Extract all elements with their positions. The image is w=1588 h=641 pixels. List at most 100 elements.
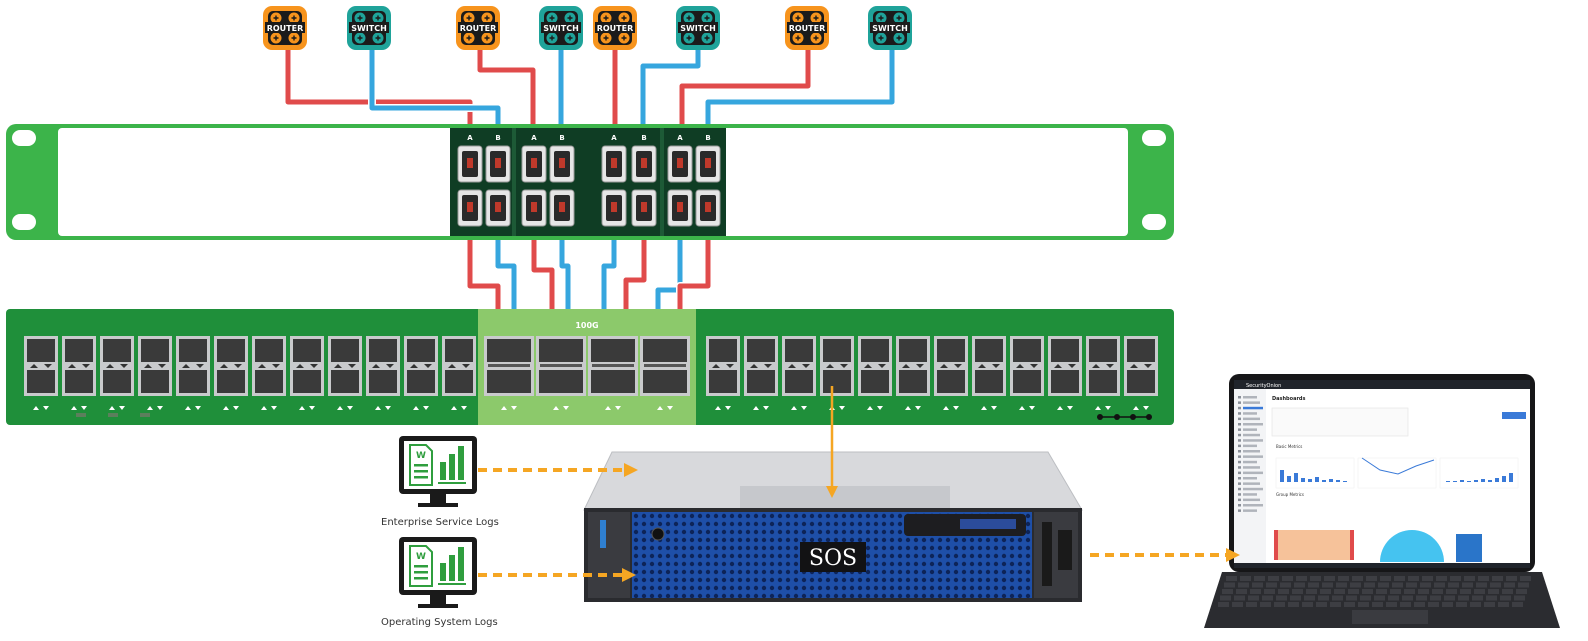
qsfp-link-led — [615, 406, 621, 410]
switch-icon: SWITCH — [347, 6, 391, 50]
key — [1246, 602, 1257, 607]
router-icon: ROUTER — [456, 6, 500, 50]
key — [1324, 576, 1335, 581]
sfp-led — [120, 364, 128, 368]
device-arrow — [603, 35, 609, 41]
key — [1458, 595, 1469, 601]
sfp-link-led — [1095, 406, 1101, 410]
broker-100g-label: 100G — [575, 321, 598, 330]
tap-port-latch — [531, 158, 537, 168]
laptop-keyboard — [1218, 576, 1531, 607]
nav-item-icon — [1238, 498, 1241, 502]
sfp-link-led — [233, 406, 239, 410]
arrowhead — [1226, 548, 1240, 562]
tap-port-label: A — [611, 134, 617, 142]
device-arrow — [549, 35, 555, 41]
sfp-port — [785, 370, 813, 393]
sfp-link-led — [867, 406, 873, 410]
mini-bar — [1446, 481, 1450, 482]
key — [1500, 595, 1511, 601]
bar-chart-icon — [458, 446, 464, 480]
device-label: ROUTER — [789, 24, 826, 33]
document-line — [414, 464, 428, 467]
tap-port-latch — [677, 158, 683, 168]
sfp-led — [916, 364, 924, 368]
sfp-led — [258, 364, 266, 368]
sfp-link-led — [71, 406, 77, 410]
nav-item — [1243, 498, 1260, 502]
sfp-link-led — [725, 406, 731, 410]
nav-item — [1243, 477, 1257, 480]
key — [1290, 595, 1301, 601]
monitor-stand — [430, 494, 446, 504]
nav-item-icon — [1238, 493, 1241, 496]
mini-bar — [1453, 481, 1457, 482]
sfp-led — [802, 364, 810, 368]
sfp-port — [937, 339, 965, 362]
sfp-port — [27, 339, 55, 362]
router-icon: ROUTER — [263, 6, 307, 50]
key — [1276, 595, 1287, 601]
sfp-link-led — [1019, 406, 1025, 410]
enterprise-log-source: W — [399, 436, 477, 507]
sfp-led — [940, 364, 948, 368]
cable-outline — [284, 50, 474, 130]
analyst-laptop: SecurityOnion Dashboards Basic Metrics G… — [1204, 374, 1560, 628]
key — [1296, 576, 1307, 581]
sfp-link-led — [157, 406, 163, 410]
key — [1222, 589, 1233, 594]
nav-item-icon — [1238, 482, 1241, 485]
sfp-port — [407, 339, 435, 362]
document-letter: W — [416, 552, 426, 562]
sfp-link-led — [839, 406, 845, 410]
tap-port-label: A — [467, 134, 473, 142]
nav-item — [1243, 428, 1257, 431]
sfp-led — [348, 364, 356, 368]
nav-item — [1243, 433, 1260, 437]
key — [1442, 602, 1453, 607]
server-logo-plate — [800, 542, 866, 572]
bar-chart-icon — [449, 555, 455, 581]
device-arrow — [291, 35, 297, 41]
chart-baseline — [438, 583, 466, 585]
chart-baseline — [438, 482, 466, 484]
sfp-port — [445, 339, 473, 362]
sfp-link-led — [195, 406, 201, 410]
key — [1304, 595, 1315, 601]
tap-mount-hole — [12, 130, 36, 146]
qsfp-led-strip — [488, 364, 530, 367]
screen-refresh-button — [1502, 412, 1526, 419]
bar-chart-icon — [458, 547, 464, 581]
key — [1232, 602, 1243, 607]
sfp-link-led — [385, 406, 391, 410]
sfp-led — [864, 364, 872, 368]
key — [1376, 589, 1387, 594]
nav-item — [1243, 401, 1260, 404]
key — [1518, 582, 1529, 588]
sfp-led — [788, 364, 796, 368]
sfp-port — [1013, 339, 1041, 362]
nav-item-icon — [1238, 460, 1241, 464]
sfp-port — [65, 339, 93, 362]
sfp-led — [750, 364, 758, 368]
tap-mount-hole — [12, 214, 36, 230]
sfp-port — [445, 370, 473, 393]
key — [1318, 595, 1329, 601]
qsfp-led-strip — [644, 364, 686, 367]
server-top-panel — [740, 486, 950, 508]
sfp-port — [785, 339, 813, 362]
mini-bar — [1301, 478, 1305, 482]
device-arrow — [704, 35, 710, 41]
key — [1432, 589, 1443, 594]
monitor-stand — [430, 595, 446, 605]
sfp-link-led — [261, 406, 267, 410]
sfp-port — [217, 339, 245, 362]
server-power-button — [651, 527, 665, 541]
sfp-led — [220, 364, 228, 368]
sfp-led — [272, 364, 280, 368]
mini-bar — [1315, 477, 1319, 482]
key — [1512, 602, 1523, 607]
sfp-link-led — [1133, 406, 1139, 410]
device-arrow — [704, 15, 710, 21]
device-arrow — [375, 15, 381, 21]
